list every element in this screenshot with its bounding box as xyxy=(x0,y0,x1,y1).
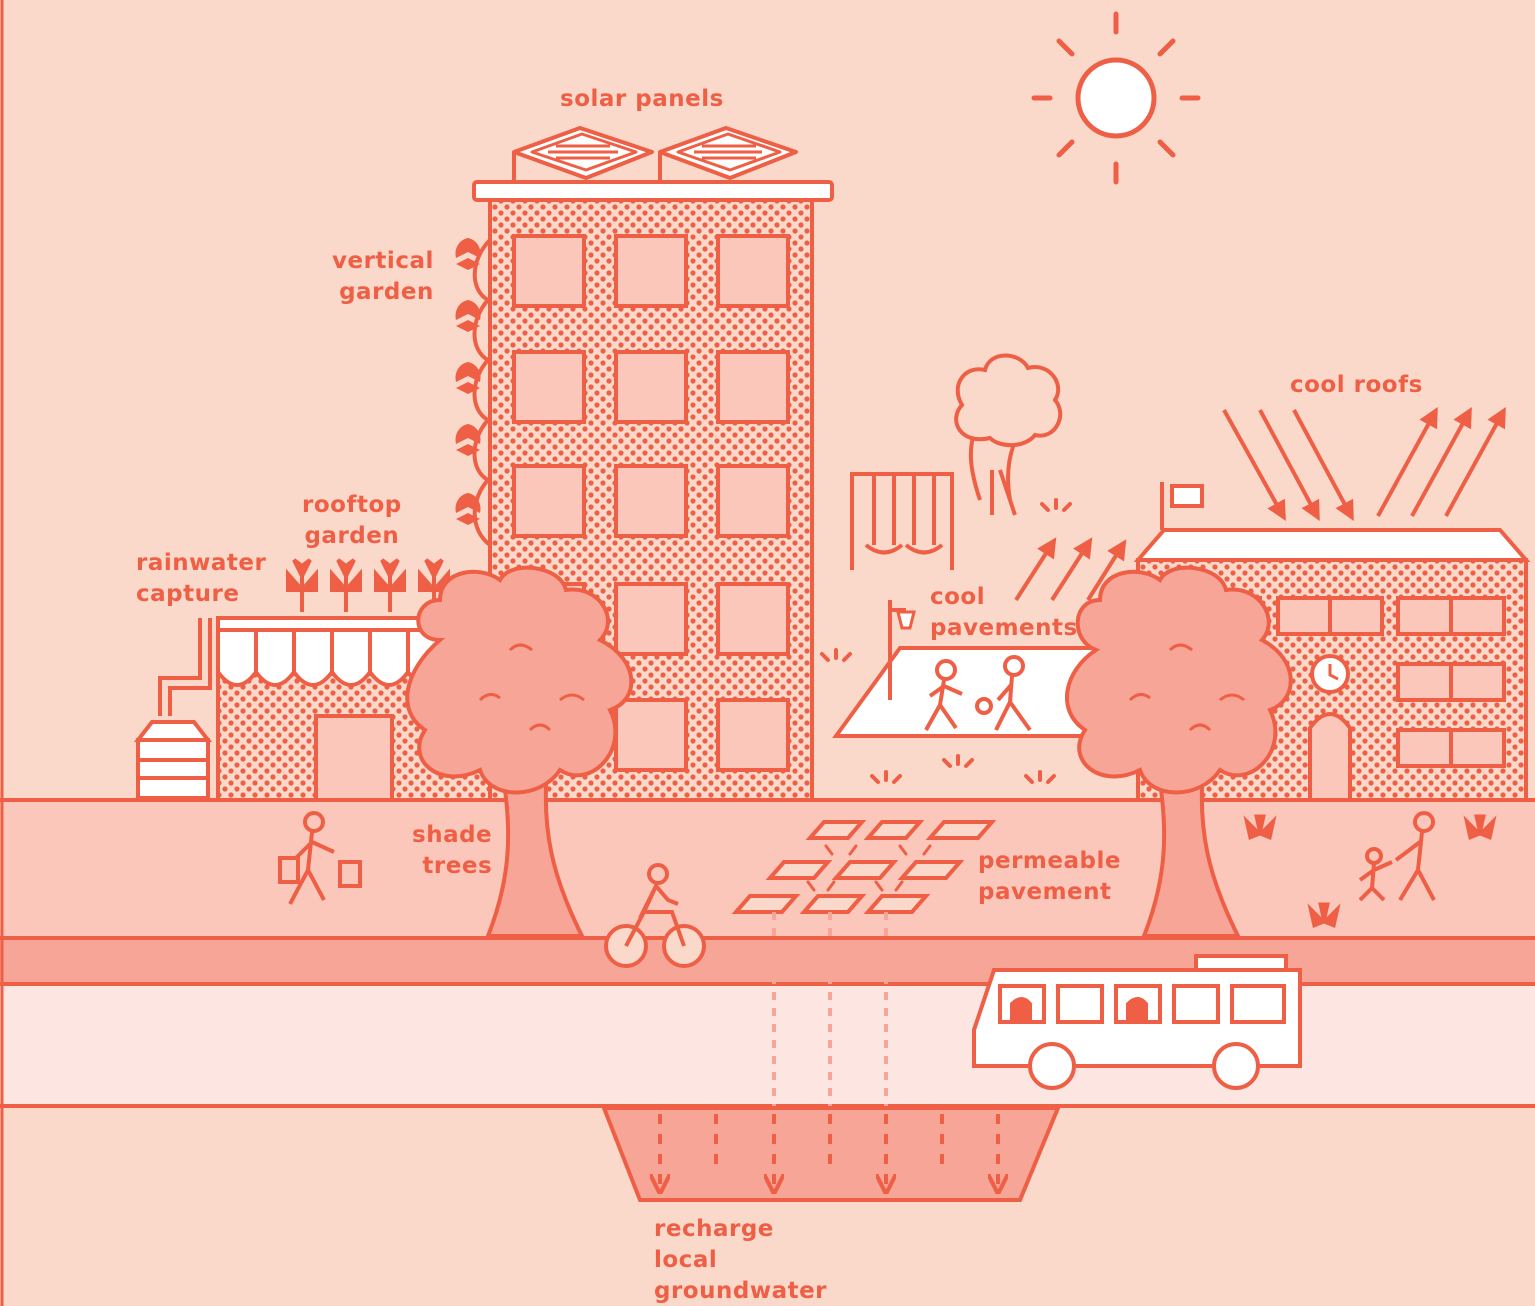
label-permeable-pavement: permeable pavement xyxy=(978,846,1121,908)
leaf-icon xyxy=(456,238,481,270)
leaf-icon xyxy=(456,424,481,456)
plant-icon xyxy=(376,560,404,612)
label-rooftop-garden: rooftop garden xyxy=(302,490,402,552)
label-recharge-groundwater: recharge local groundwater xyxy=(654,1214,827,1306)
label-cool-roofs: cool roofs xyxy=(1290,370,1423,401)
solar-panel-icon xyxy=(514,128,796,182)
plant-icon xyxy=(288,560,316,612)
sun-icon xyxy=(1034,14,1198,182)
tree-icon xyxy=(956,356,1060,516)
label-rainwater-capture: rainwater capture xyxy=(136,548,266,610)
arrow-icon xyxy=(1224,410,1502,516)
label-vertical-garden: vertical garden xyxy=(332,246,434,308)
leaf-icon xyxy=(456,300,481,332)
flag-icon xyxy=(1162,482,1202,530)
groundwater-basin xyxy=(604,1108,1058,1200)
plant-icon xyxy=(332,560,360,612)
leaf-icon xyxy=(456,362,481,394)
vertical-garden xyxy=(456,238,491,545)
swing-set-icon xyxy=(852,474,952,570)
label-cool-pavements: cool pavements xyxy=(930,582,1078,644)
label-shade-trees: shade trees xyxy=(412,820,492,882)
water-tank-icon xyxy=(138,618,210,798)
label-solar-panels: solar panels xyxy=(560,84,724,115)
clock-icon xyxy=(1312,656,1348,692)
